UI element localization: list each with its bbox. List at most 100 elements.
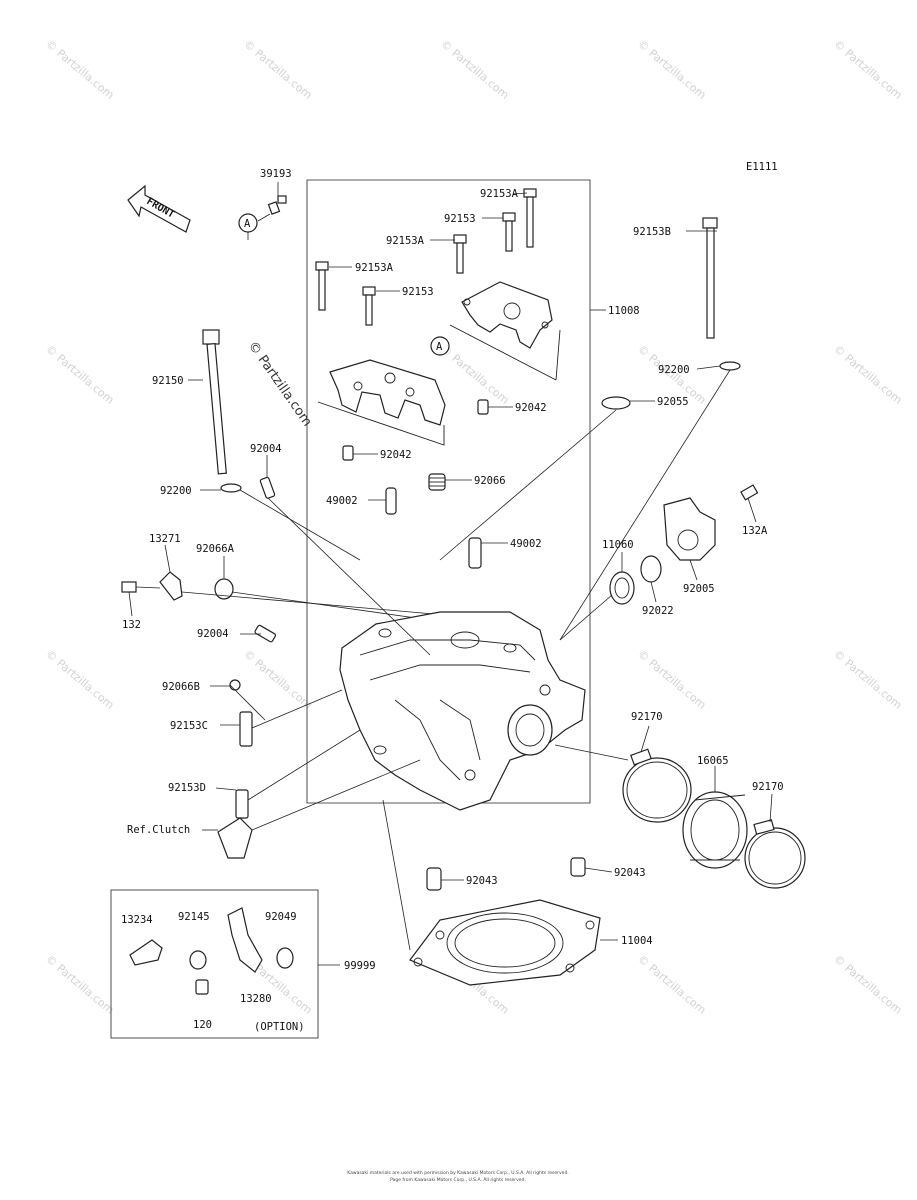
svg-text:A: A bbox=[244, 218, 251, 230]
watermark: © Partzilla.com bbox=[43, 342, 116, 407]
label-16065: 16065 bbox=[697, 755, 729, 767]
label-92200: 92200 bbox=[658, 364, 690, 376]
label-option: (OPTION) bbox=[254, 1021, 305, 1033]
camshaft-cap-lower bbox=[317, 359, 446, 446]
watermark: © Partzilla.com bbox=[831, 342, 904, 407]
watermark: © Partzilla.com bbox=[635, 952, 708, 1017]
bolt-92153B bbox=[702, 217, 718, 339]
watermark: © Partzilla.com bbox=[438, 37, 511, 102]
label-92145: 92145 bbox=[178, 911, 210, 923]
dowel-92042-mid bbox=[342, 445, 354, 461]
bolt-92153A-left bbox=[315, 261, 329, 311]
lever-13280 bbox=[227, 907, 263, 973]
watermark: © Partzilla.com bbox=[43, 952, 116, 1017]
bolt-92153-left bbox=[362, 286, 376, 326]
label-39193: 39193 bbox=[260, 168, 292, 180]
camshaft-cap-upper bbox=[449, 281, 561, 381]
watermark: © Partzilla.com bbox=[43, 37, 116, 102]
clamp-92170-right bbox=[744, 819, 806, 889]
part-labels: 39193 92153A 92153 92153A 92153B 92153A … bbox=[121, 168, 784, 1033]
label-92042: 92042 bbox=[380, 449, 412, 461]
bolt-92153C bbox=[239, 711, 253, 747]
oring-92022 bbox=[640, 555, 662, 583]
label-92200: 92200 bbox=[160, 485, 192, 497]
plug-92066 bbox=[428, 473, 446, 491]
label-92004: 92004 bbox=[197, 628, 229, 640]
label-92153: 92153 bbox=[402, 286, 434, 298]
stud-92004-mid bbox=[254, 624, 277, 643]
bolt-92153A-top bbox=[523, 188, 537, 248]
label-92153D: 92153D bbox=[168, 782, 206, 794]
label-92022: 92022 bbox=[642, 605, 674, 617]
label-92066A: 92066A bbox=[196, 543, 235, 555]
watermark: © Partzilla.com bbox=[241, 37, 314, 102]
label-92153C: 92153C bbox=[170, 720, 208, 732]
bolt-92153A-mid bbox=[453, 234, 467, 274]
bolt-92150 bbox=[202, 329, 227, 475]
bearing-92049 bbox=[276, 947, 294, 969]
dowel-92043-left bbox=[426, 867, 442, 891]
callout-a-mid: A bbox=[430, 336, 450, 356]
front-arrow: FRONT bbox=[127, 184, 191, 233]
watermark: © Partzilla.com bbox=[241, 647, 314, 712]
label-49002: 49002 bbox=[510, 538, 542, 550]
dowel-92042-top bbox=[477, 399, 489, 415]
label-92055: 92055 bbox=[657, 396, 689, 408]
seal-11060 bbox=[609, 571, 635, 605]
bolt-39193 bbox=[257, 182, 287, 222]
option-box bbox=[110, 889, 319, 1039]
label-92049: 92049 bbox=[265, 911, 297, 923]
label-92066: 92066 bbox=[474, 475, 506, 487]
label-92153A: 92153A bbox=[480, 188, 519, 200]
watermark: © Partzilla.com bbox=[831, 37, 904, 102]
watermark: © Partzilla.com bbox=[438, 342, 511, 407]
label-13271: 13271 bbox=[149, 533, 181, 545]
label-92043: 92043 bbox=[466, 875, 498, 887]
ref-clutch-bracket bbox=[217, 817, 253, 859]
watermark: © Partzilla.com bbox=[43, 647, 116, 712]
footer-line-1: Kawasaki materials are used with permiss… bbox=[347, 1170, 568, 1176]
watermark: © Partzilla.com bbox=[635, 647, 708, 712]
seal-92145 bbox=[189, 950, 207, 970]
label-11004: 11004 bbox=[621, 935, 653, 947]
dowel-92043-right bbox=[570, 857, 586, 877]
label-132A: 132A bbox=[742, 525, 768, 537]
label-92042: 92042 bbox=[515, 402, 547, 414]
cylinder-head bbox=[339, 611, 586, 811]
guide-49002-lower bbox=[468, 537, 482, 569]
label-92150: 92150 bbox=[152, 375, 184, 387]
label-11060: 11060 bbox=[602, 539, 634, 551]
label-92153: 92153 bbox=[444, 213, 476, 225]
gasket-11004 bbox=[409, 899, 601, 986]
label-92170: 92170 bbox=[752, 781, 784, 793]
watermark: © Partzilla.com bbox=[831, 647, 904, 712]
label-92153A: 92153A bbox=[355, 262, 394, 274]
bolt-132 bbox=[121, 581, 137, 593]
bolt-92153D bbox=[235, 789, 249, 819]
callout-a-top: A bbox=[238, 213, 258, 233]
guide-49002-upper bbox=[385, 487, 397, 515]
washer-92200-right bbox=[719, 361, 741, 371]
label-13280: 13280 bbox=[240, 993, 272, 1005]
part-13234 bbox=[129, 939, 163, 966]
label-ref-clutch: Ref.Clutch bbox=[127, 824, 190, 836]
bolt-120 bbox=[195, 979, 209, 995]
housing-92005 bbox=[663, 497, 716, 561]
label-92153B: 92153B bbox=[633, 226, 671, 238]
diagram-code: E1111 bbox=[746, 161, 778, 173]
bolt-92153-top bbox=[502, 212, 516, 252]
oring-92055 bbox=[601, 396, 631, 410]
label-92004: 92004 bbox=[250, 443, 282, 455]
label-49002: 49002 bbox=[326, 495, 358, 507]
joint-16065 bbox=[682, 791, 748, 869]
label-99999: 99999 bbox=[344, 960, 376, 972]
label-92170: 92170 bbox=[631, 711, 663, 723]
label-92153A: 92153A bbox=[386, 235, 425, 247]
label-120: 120 bbox=[193, 1019, 212, 1031]
label-11008: 11008 bbox=[608, 305, 640, 317]
plug-92066B bbox=[229, 679, 241, 691]
svg-text:A: A bbox=[436, 341, 443, 353]
label-132: 132 bbox=[122, 619, 141, 631]
label-92043: 92043 bbox=[614, 867, 646, 879]
